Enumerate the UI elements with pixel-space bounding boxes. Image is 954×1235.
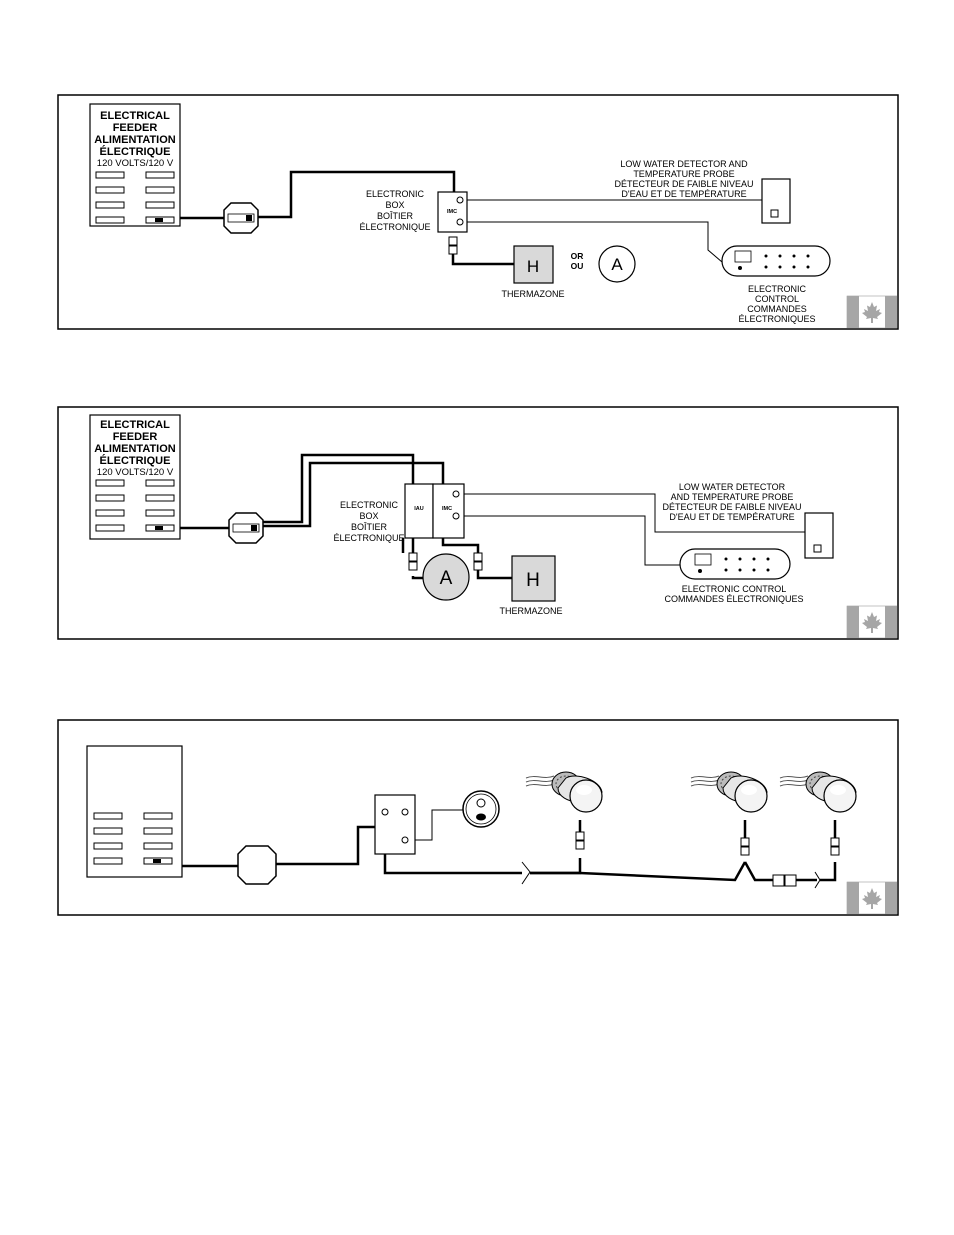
feeder-title-2: FEEDER [113, 431, 158, 443]
diagram-3-wires [182, 809, 837, 889]
box-label-4: ÉLECTRONIQUE [359, 222, 430, 232]
feeder-title-4: ÉLECTRIQUE [100, 145, 171, 158]
low-water-detector [804, 512, 834, 559]
imc-label: IMC [442, 506, 452, 512]
electronic-box: IAU IMC [404, 483, 465, 539]
feeder-volts: 120 VOLTS/120 V [97, 467, 174, 478]
junction-box [228, 512, 264, 544]
canada-flag-icon [846, 605, 898, 639]
diagram-1-frame [57, 94, 899, 330]
control-label-1: ELECTRONIC CONTROL [682, 584, 787, 594]
or-label: OR [571, 251, 584, 261]
connector [575, 831, 585, 850]
feeder-title-4: ÉLECTRIQUE [100, 454, 171, 467]
ou-label: OU [571, 261, 584, 271]
a-label: A [611, 255, 623, 274]
control-label-3: COMMANDES [747, 304, 807, 314]
feeder-title-2: FEEDER [113, 122, 158, 134]
diagram-1: ELECTRICAL FEEDER ALIMENTATION ÉLECTRIQU… [57, 94, 899, 330]
electrical-feeder-panel [86, 745, 183, 878]
detector-label-1: LOW WATER DETECTOR AND [620, 159, 748, 169]
feeder-volts: 120 VOLTS/120 V [97, 158, 174, 169]
a-circle: A [598, 245, 636, 283]
thermazone-label: THERMAZONE [500, 606, 563, 616]
light-fixture-icon [690, 771, 768, 813]
box-label-2: BOX [359, 511, 378, 521]
feeder-title-1: ELECTRICAL [100, 419, 170, 431]
detector-label-2: AND TEMPERATURE PROBE [671, 492, 794, 502]
control-label-1: ELECTRONIC [748, 284, 807, 294]
box-label-3: BOÎTIER [377, 211, 414, 221]
connector [408, 552, 418, 571]
a-label: A [440, 568, 453, 589]
connector [740, 837, 750, 856]
low-water-detector [761, 178, 791, 224]
feeder-title-1: ELECTRICAL [100, 110, 170, 122]
box-label-1: ELECTRONIC [340, 500, 399, 510]
connector [448, 236, 458, 255]
connector [830, 837, 840, 856]
diagram-2-frame [57, 406, 899, 640]
canada-flag-icon [846, 881, 898, 915]
diagram-3 [57, 719, 899, 916]
thermazone-heater: H [513, 245, 554, 284]
electronic-box: IMC [437, 191, 468, 233]
thermazone-heater: H [511, 555, 556, 602]
box-label-1: ELECTRONIC [366, 189, 425, 199]
control-label-2: CONTROL [755, 294, 799, 304]
junction-box [223, 202, 259, 234]
a-circle: A [422, 553, 470, 601]
diagram-2-wires [180, 453, 805, 580]
h-label: H [527, 257, 539, 276]
control-label-4: ÉLECTRONIQUES [738, 314, 815, 324]
diagram-3-frame [57, 719, 899, 916]
box-label-4: ÉLECTRONIQUE [333, 533, 404, 543]
thermazone-label: THERMAZONE [502, 289, 565, 299]
detector-label-2: TEMPERATURE PROBE [633, 169, 734, 179]
detector-label-3: DÉTECTEUR DE FAIBLE NIVEAU [662, 502, 801, 512]
electrical-feeder-panel: ELECTRICAL FEEDER ALIMENTATION ÉLECTRIQU… [89, 414, 181, 540]
box-label-3: BOÎTIER [351, 522, 388, 532]
h-label: H [526, 570, 540, 591]
diagram-1-wires [180, 170, 762, 266]
iau-label: IAU [414, 506, 424, 512]
canada-flag-icon [846, 295, 898, 329]
box-label-2: BOX [385, 200, 404, 210]
diagram-2: ELECTRICAL FEEDER ALIMENTATION ÉLECTRIQU… [57, 406, 899, 640]
keypad-icon [679, 548, 791, 580]
imc-label: IMC [447, 209, 457, 215]
electrical-feeder-panel: ELECTRICAL FEEDER ALIMENTATION ÉLECTRIQU… [89, 103, 181, 227]
feeder-title-3: ALIMENTATION [94, 443, 176, 455]
connector [772, 874, 797, 887]
light-control-button [462, 790, 500, 828]
connector [473, 552, 483, 571]
detector-label-4: D'EAU ET DE TEMPÉRATURE [669, 512, 794, 522]
feeder-title-3: ALIMENTATION [94, 134, 176, 146]
keypad-icon [721, 245, 831, 277]
detector-label-4: D'EAU ET DE TEMPÉRATURE [621, 189, 746, 199]
light-fixture-icon [779, 771, 857, 813]
control-label-2: COMMANDES ÉLECTRONIQUES [664, 594, 803, 604]
light-fixture-icon [525, 771, 603, 813]
switch-icon [374, 794, 416, 855]
junction-box [237, 845, 277, 885]
detector-label-3: DÉTECTEUR DE FAIBLE NIVEAU [614, 179, 753, 189]
detector-label-1: LOW WATER DETECTOR [679, 482, 786, 492]
